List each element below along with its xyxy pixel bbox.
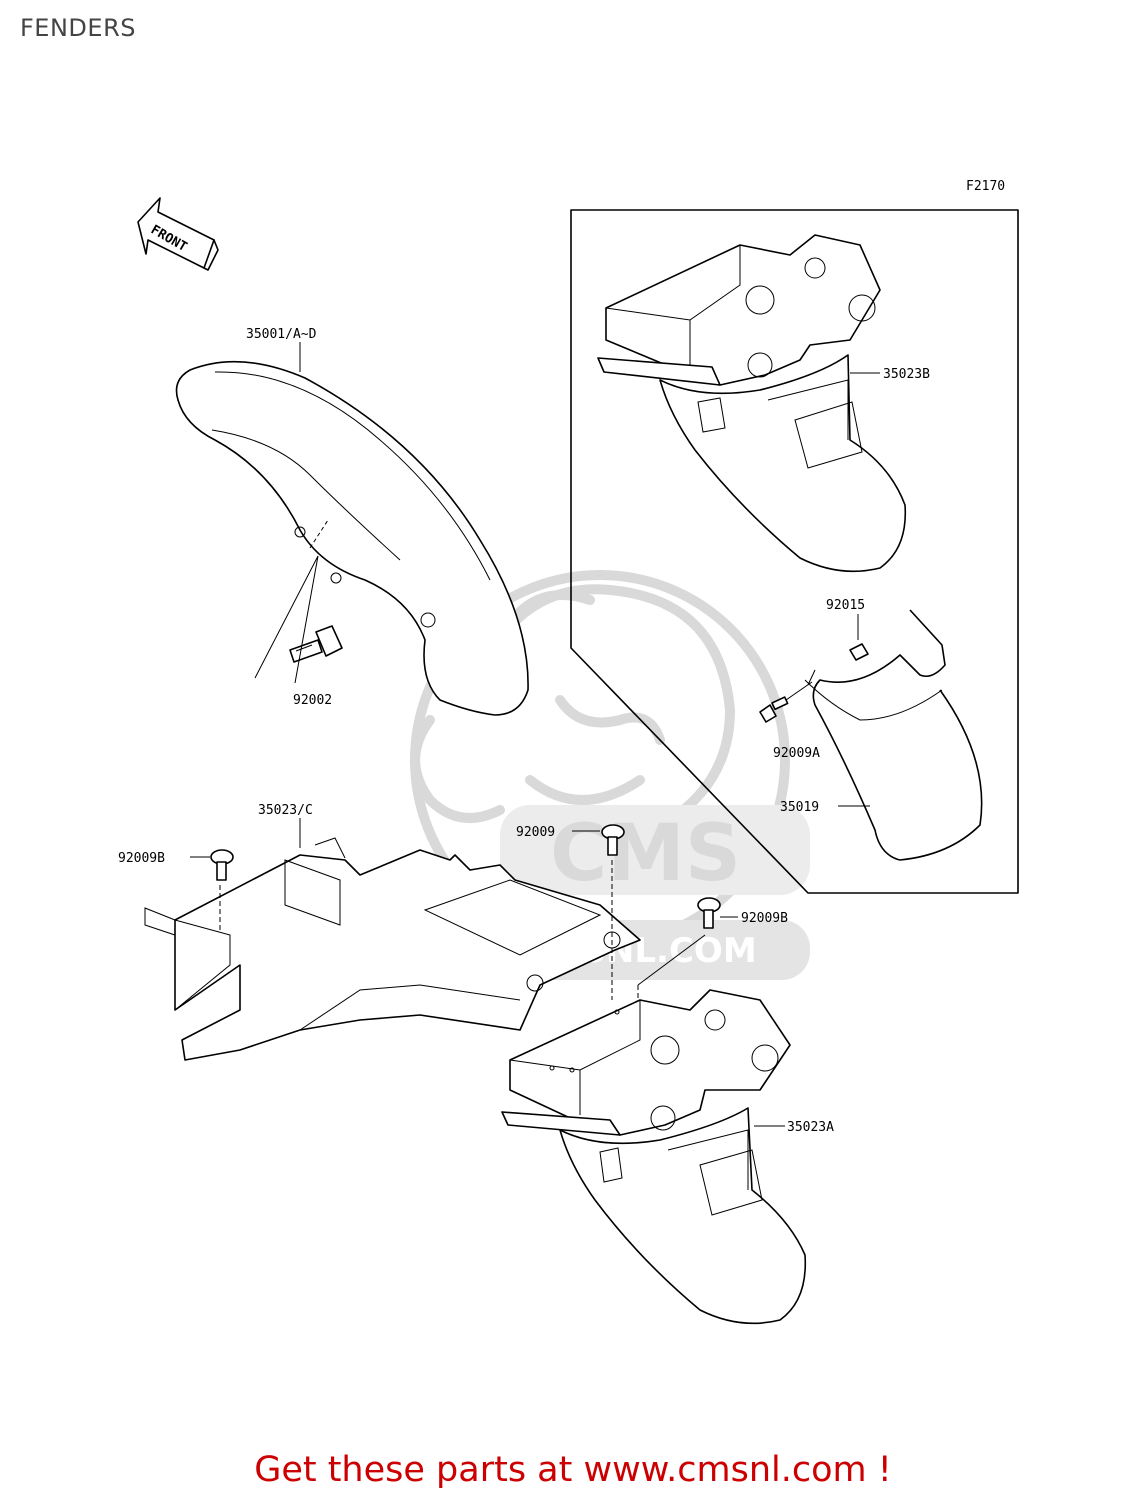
label-35023a: 35023A [787,1120,834,1135]
page-title: FENDERS [20,14,136,42]
screw-92009b-left [210,849,234,881]
label-35001: 35001/A~D [246,327,317,342]
front-fender-bolt [289,625,343,663]
label-92009: 92009 [516,825,555,840]
nut-92015 [849,643,869,661]
inner-fender-c [144,837,641,1061]
front-fender [175,360,529,716]
figure-code: F2170 [966,179,1005,194]
screw-92009b-right [697,897,721,929]
rear-parts-inset-frame [570,209,1019,894]
rear-fender-a [501,989,807,1325]
watermark-brand: CMS [550,809,741,899]
screw-92009 [601,824,625,856]
label-92009b-left: 92009B [118,851,165,866]
label-35023c: 35023/C [258,803,313,818]
screw-92009a [759,696,789,723]
label-92015: 92015 [826,598,865,613]
label-92009b-right: 92009B [741,911,788,926]
footer-call-to-action[interactable]: Get these parts at www.cmsnl.com ! [254,1450,892,1490]
rear-fender-b [597,234,907,573]
label-92002: 92002 [293,693,332,708]
label-92009a: 92009A [773,746,820,761]
label-35019: 35019 [780,800,819,815]
bolt-leader-lines [254,555,319,684]
label-35023b: 35023B [883,367,930,382]
front-direction-arrow: FRONT [137,197,219,271]
flap-35019 [804,609,983,861]
